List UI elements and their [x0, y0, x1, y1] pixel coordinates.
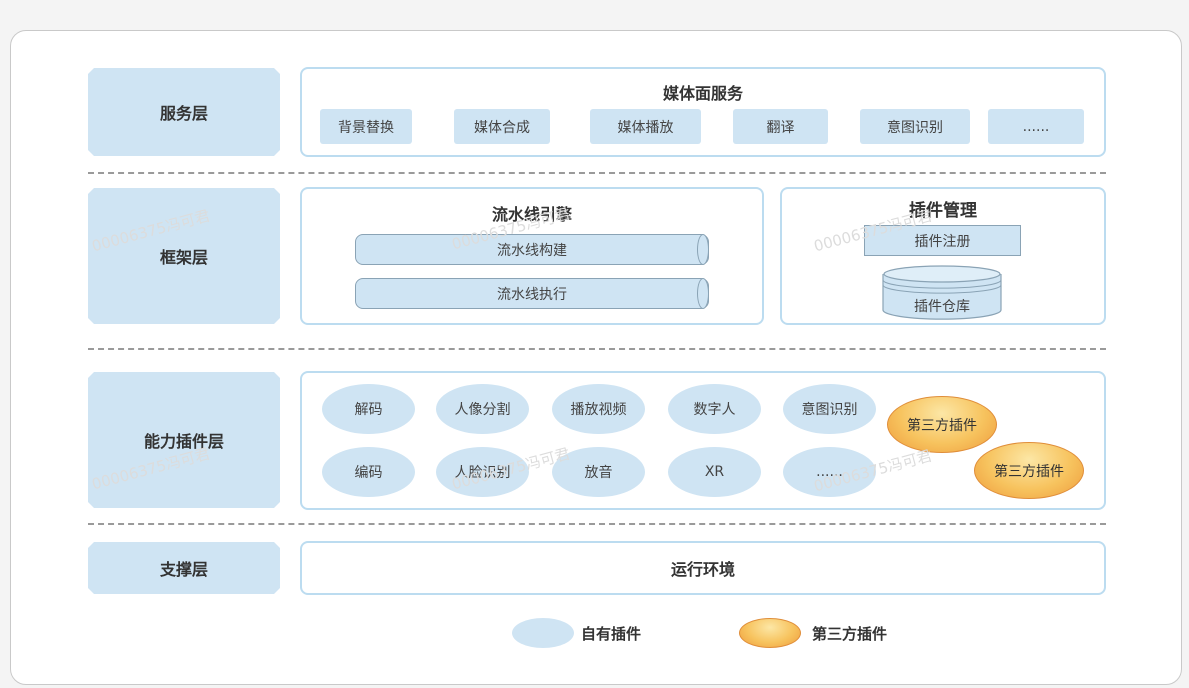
- capability-layer-label-text: 能力插件层: [143, 432, 224, 451]
- legend-own-plugin-label: 自有插件: [581, 624, 642, 643]
- legend-third-party-swatch: [739, 618, 801, 648]
- own-plugin: 人脸识别: [436, 447, 529, 497]
- plugin-repository-cylinder-icon: [882, 265, 1002, 320]
- pipe-cap: [697, 234, 709, 265]
- own-plugin: 意图识别: [783, 384, 876, 434]
- pipe-cap: [697, 278, 709, 309]
- runtime-environment-label: 运行环境: [670, 560, 735, 579]
- service-item-media-play: 媒体播放: [590, 109, 701, 144]
- pipeline-build-label: 流水线构建: [497, 242, 567, 259]
- own-plugin: XR: [668, 447, 761, 497]
- service-item-intent: 意图识别: [860, 109, 970, 144]
- third-party-plugin: 第三方插件: [974, 442, 1084, 499]
- capability-layer-label: 能力插件层: [88, 372, 280, 508]
- pipeline-execute: 流水线执行: [355, 278, 709, 309]
- service-item-translate: 翻译: [733, 109, 828, 144]
- own-plugin: 人像分割: [436, 384, 529, 434]
- pipeline-execute-label: 流水线执行: [497, 286, 567, 303]
- runtime-environment-panel: 运行环境: [300, 541, 1106, 595]
- service-item-background-replace: 背景替换: [320, 109, 412, 144]
- service-layer-label-text: 服务层: [159, 104, 208, 123]
- media-service-panel: [300, 67, 1106, 157]
- own-plugin: 放音: [552, 447, 645, 497]
- support-layer-label: 支撑层: [88, 542, 280, 594]
- pipeline-build: 流水线构建: [355, 234, 709, 265]
- plugin-management-title: 插件管理: [909, 201, 977, 221]
- service-item-media-compose: 媒体合成: [454, 109, 550, 144]
- support-layer-label-text: 支撑层: [159, 560, 208, 579]
- media-service-title: 媒体面服务: [662, 84, 743, 103]
- pipeline-engine-title: 流水线引擎: [491, 205, 572, 224]
- legend-own-plugin-swatch: [512, 618, 574, 648]
- own-plugin: 解码: [322, 384, 415, 434]
- own-plugin: ......: [783, 447, 876, 497]
- layer-divider: [88, 172, 1106, 174]
- plugin-repository-label: 插件仓库: [914, 299, 970, 315]
- own-plugin: 数字人: [668, 384, 761, 434]
- own-plugin: 播放视频: [552, 384, 645, 434]
- own-plugin: 编码: [322, 447, 415, 497]
- service-item-more: ......: [988, 109, 1084, 144]
- framework-layer-label-text: 框架层: [159, 248, 208, 267]
- layer-divider: [88, 348, 1106, 350]
- plugin-register: 插件注册: [864, 225, 1021, 256]
- legend-third-party-label: 第三方插件: [812, 624, 888, 643]
- layer-divider: [88, 523, 1106, 525]
- framework-layer-label: 框架层: [88, 188, 280, 324]
- service-layer-label: 服务层: [88, 68, 280, 156]
- third-party-plugin: 第三方插件: [887, 396, 997, 453]
